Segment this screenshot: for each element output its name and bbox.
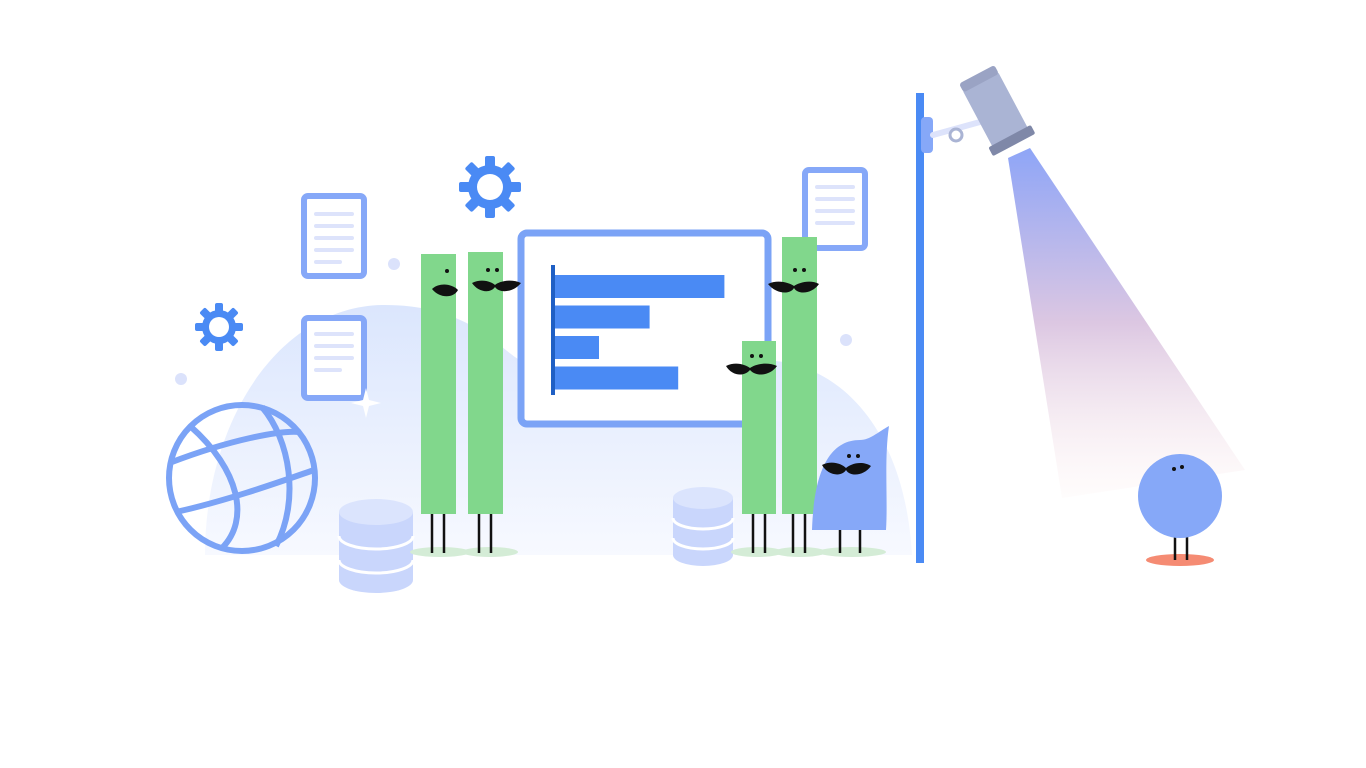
green-character	[768, 237, 819, 553]
bar-chart-board	[517, 229, 772, 428]
decor-dots	[175, 258, 852, 385]
green-character	[726, 341, 777, 553]
database-icon	[337, 499, 415, 593]
document-icon	[301, 193, 367, 279]
gear-icon	[459, 156, 521, 218]
green-character	[421, 254, 458, 553]
spotlight-beam	[1008, 148, 1245, 498]
globe-icon	[166, 402, 318, 554]
sparkle-icon	[351, 388, 381, 418]
blue-character	[812, 426, 889, 553]
spotlight-icon	[960, 65, 1035, 156]
document-icon	[802, 167, 868, 251]
document-icon	[301, 315, 367, 401]
gear-icon	[195, 303, 243, 351]
spotlight-pole	[916, 93, 983, 563]
chart-bar	[555, 305, 650, 329]
green-character	[468, 252, 521, 553]
lone-blue-character	[1138, 454, 1222, 566]
chart-bar	[555, 366, 679, 390]
chart-bar	[555, 336, 599, 359]
database-icon	[671, 487, 735, 566]
chart-bar	[555, 275, 725, 298]
